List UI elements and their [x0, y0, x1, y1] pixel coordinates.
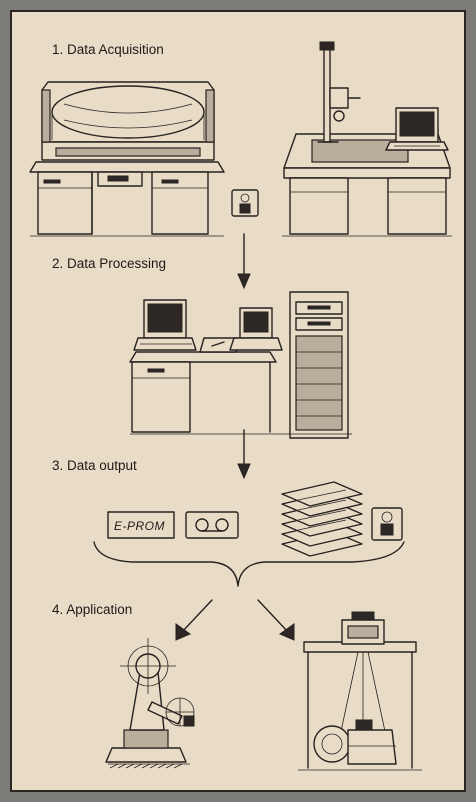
output-brace	[93, 541, 405, 587]
floppy-disk-output-icon	[371, 507, 403, 541]
step-3-label: 3. Data output	[52, 458, 137, 473]
scanner-workstation	[29, 81, 225, 237]
cassette-tape-icon	[185, 511, 239, 539]
step-4-label: 4. Application	[52, 602, 133, 617]
film-sheets-stack	[281, 481, 363, 557]
arrow-down-1	[237, 233, 251, 290]
eprom-label: E-PROM	[114, 519, 165, 533]
inspection-gantry	[298, 611, 422, 771]
processing-workstation	[129, 291, 352, 439]
arrow-branch-left	[175, 599, 213, 641]
robot-arm	[105, 638, 195, 769]
eprom-chip: E-PROM	[107, 511, 175, 539]
diagram-panel: 1. Data Acquisition 2. Data Processing 3…	[10, 10, 466, 792]
camera-table	[282, 41, 452, 237]
step-2-label: 2. Data Processing	[52, 256, 167, 271]
floppy-disk-icon	[231, 189, 259, 217]
process-diagram: E-PROM	[29, 41, 452, 771]
step-1-label: 1. Data Acquisition	[52, 42, 164, 57]
arrow-branch-right	[257, 599, 295, 641]
arrow-down-2	[237, 429, 251, 480]
